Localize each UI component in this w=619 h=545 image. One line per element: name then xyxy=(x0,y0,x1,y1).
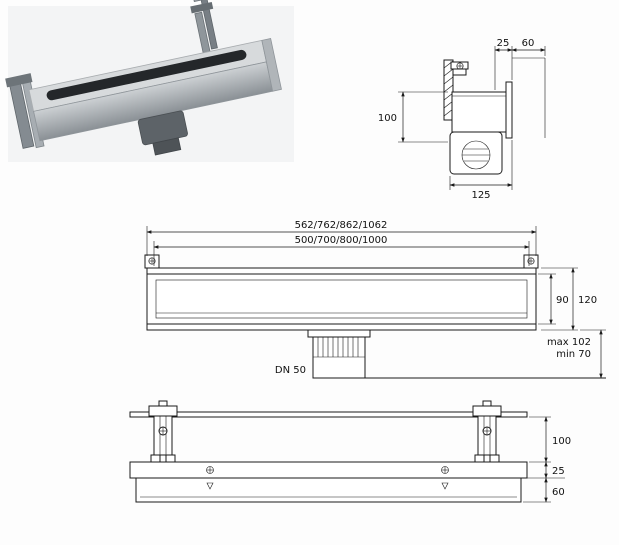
rear-channel-band xyxy=(129,461,528,479)
rear-dim-60-label: 60 xyxy=(552,487,565,498)
rear-dim-25-label: 25 xyxy=(552,466,565,477)
dn50-label: DN 50 xyxy=(275,365,306,376)
left-end-bracket xyxy=(144,254,160,269)
front-channel xyxy=(144,254,539,331)
channel-body xyxy=(28,38,282,142)
grate-panel xyxy=(155,279,528,319)
rear-wall-rail xyxy=(129,411,528,418)
side-view: 25 60 100 125 xyxy=(378,38,546,201)
dim-120-label: 120 xyxy=(578,295,597,306)
dim-100-label: 100 xyxy=(378,113,397,124)
rear-left-bracket xyxy=(148,400,178,463)
front-view: DN 50 562/762/862/1062 500/700/800/1000 … xyxy=(144,220,606,379)
top-clamp xyxy=(190,0,218,54)
dim-outer-width-label: 562/762/862/1062 xyxy=(295,220,388,231)
rear-right-bracket xyxy=(472,400,502,463)
dim-max-label: max 102 xyxy=(547,337,591,348)
dim-90-label: 90 xyxy=(556,295,569,306)
trap-cross-section xyxy=(449,131,503,175)
dim-125-label: 125 xyxy=(471,190,490,201)
bracket-clamp xyxy=(450,61,469,76)
drain-slot xyxy=(46,49,247,101)
channel-cross-section xyxy=(451,57,546,139)
dim-inner-width-label: 500/700/800/1000 xyxy=(295,235,388,246)
drain-trap xyxy=(137,110,188,156)
product-photo xyxy=(5,0,294,162)
rear-view: 100 25 60 xyxy=(129,400,571,503)
rear-dim-100-label: 100 xyxy=(552,436,571,447)
wall-flange xyxy=(505,81,513,139)
band-screw-left xyxy=(206,466,214,474)
rear-base-plate xyxy=(135,477,522,503)
dim-min-label: min 70 xyxy=(556,349,591,360)
plate-mark-left xyxy=(206,482,214,490)
front-trap xyxy=(307,329,371,379)
dim-60-label: 60 xyxy=(522,38,535,49)
plate-mark-right xyxy=(441,482,449,490)
dim-25-label: 25 xyxy=(497,38,510,49)
right-end-bracket xyxy=(523,254,539,269)
band-screw-right xyxy=(441,466,449,474)
